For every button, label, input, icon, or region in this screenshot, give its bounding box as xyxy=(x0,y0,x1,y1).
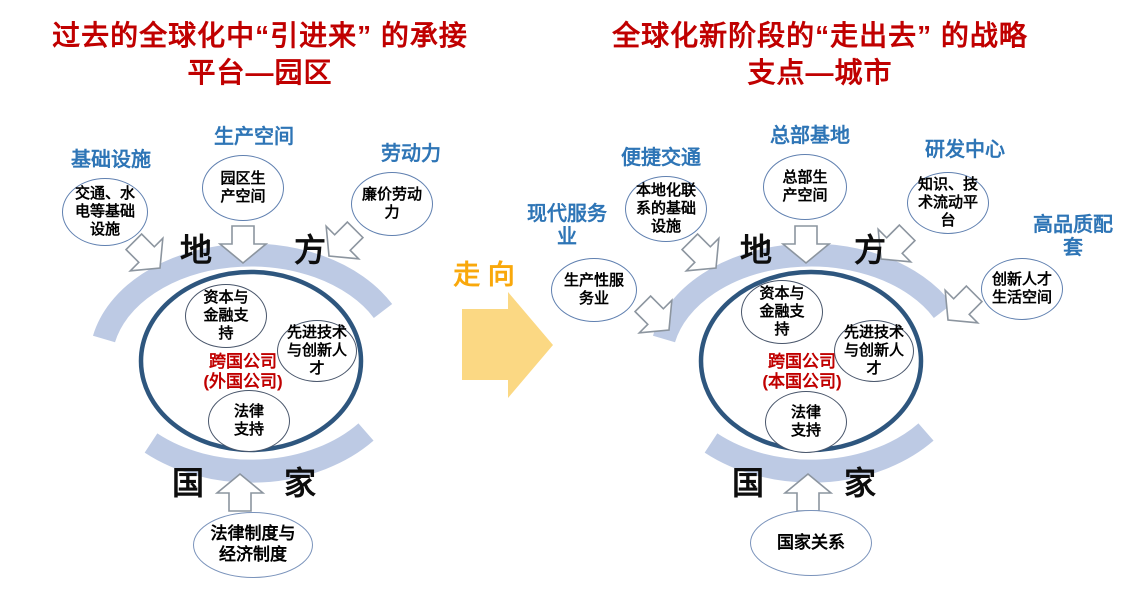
left-title: 过去的全球化中“引进来” 的承接 平台—园区 xyxy=(52,20,468,88)
ring-arcs xyxy=(92,243,953,483)
left-bubble-infrastructure: 交通、水 电等基础 设施 xyxy=(62,178,148,246)
transition-label: 走 向 xyxy=(453,260,515,290)
right-arc-top-char-right: 方 xyxy=(854,232,887,268)
right-core-company-label: 跨国公司 (本国公司) xyxy=(762,352,842,392)
right-bubble-localized-infrastructure: 本地化联 系的基础 设施 xyxy=(625,176,707,242)
right-factor-label-transport: 便捷交通 xyxy=(621,147,701,169)
right-bubble-producer-services: 生产性服 务业 xyxy=(551,258,637,322)
right-arc-bottom-char-right: 家 xyxy=(844,465,877,501)
left-core-bubble-capital: 资本与 金融支 持 xyxy=(185,284,267,348)
left-factor-label-production-space: 生产空间 xyxy=(214,126,294,148)
left-arc-bottom-char-left: 国 xyxy=(172,465,205,501)
left-nation-bubble: 法律制度与 经济制度 xyxy=(193,512,313,578)
left-factor-label-labor: 劳动力 xyxy=(381,143,441,165)
left-arc-bottom-char-right: 家 xyxy=(284,465,317,501)
transition-arrow-icon xyxy=(462,292,553,398)
right-core-bubble-tech: 先进技术 与创新人 才 xyxy=(834,320,914,382)
left-arc-top-char-left: 地 xyxy=(180,232,213,268)
left-bubble-production-space: 园区生 产空间 xyxy=(202,155,284,221)
right-factor-label-quality-amenity: 高品质配 套 xyxy=(1033,214,1113,259)
right-arc-bottom-char-left: 国 xyxy=(732,465,765,501)
right-factor-label-modern-services: 现代服务 业 xyxy=(527,203,607,248)
right-factor-label-rnd-center: 研发中心 xyxy=(925,139,1005,161)
left-arc-top-char-right: 方 xyxy=(294,232,327,268)
right-bubble-knowledge-platform: 知识、技 术流动平 台 xyxy=(907,172,989,234)
right-core-bubble-legal: 法律 支持 xyxy=(765,391,847,453)
right-core-bubble-capital: 资本与 金融支 持 xyxy=(741,280,823,344)
left-ring-top-arc xyxy=(92,243,393,343)
left-ring-bottom-arc xyxy=(144,423,374,483)
left-factor-label-infrastructure: 基础设施 xyxy=(71,149,151,171)
left-core-bubble-legal: 法律 支持 xyxy=(208,390,290,452)
right-arc-top-char-left: 地 xyxy=(740,232,773,268)
left-core-company-label: 跨国公司 (外国公司) xyxy=(203,352,283,392)
right-ring-bottom-arc xyxy=(704,423,934,483)
right-title: 全球化新阶段的“走出去” 的战略 支点—城市 xyxy=(612,20,1028,88)
right-ring-top-arc xyxy=(652,243,953,343)
right-nation-bubble: 国家关系 xyxy=(750,510,872,576)
left-core-bubble-tech: 先进技术 与创新人 才 xyxy=(277,320,357,382)
right-bubble-headquarters-space: 总部生 产空间 xyxy=(763,154,847,220)
right-bubble-talent-living-space: 创新人才 生活空间 xyxy=(981,258,1063,320)
right-factor-label-headquarters: 总部基地 xyxy=(770,125,850,147)
left-bubble-labor: 廉价劳动 力 xyxy=(351,172,433,236)
